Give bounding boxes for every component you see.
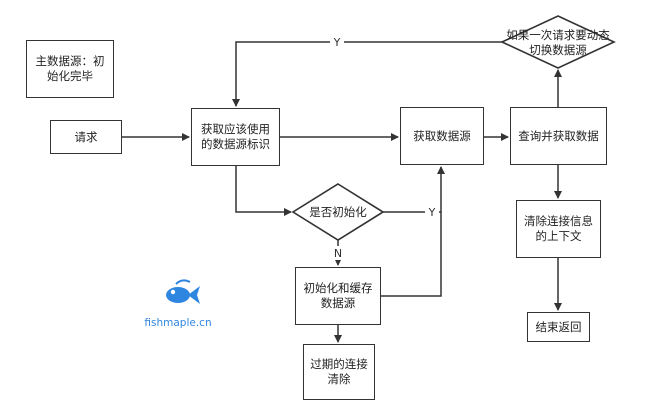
query-box: 查询并获取数据 bbox=[510, 107, 607, 165]
switch-decision-line2: 切换数据源 bbox=[529, 43, 587, 57]
request-text: 请求 bbox=[74, 129, 98, 144]
init-cache-text: 初始化和缓存数据源 bbox=[303, 281, 373, 310]
request-box: 请求 bbox=[50, 120, 122, 154]
get-ds-box: 获取数据源 bbox=[400, 107, 484, 165]
get-id-box: 获取应该使用的数据源标识 bbox=[191, 108, 280, 166]
edge-switch-yes-to-getid bbox=[232, 41, 502, 107]
clear-ctx-box: 清除连接信息的上下文 bbox=[516, 200, 601, 258]
switch-decision-line1: 如果一次请求要动态 bbox=[506, 28, 610, 42]
init-cache-box: 初始化和缓存数据源 bbox=[295, 267, 381, 325]
edge-label-init-yes: Y bbox=[428, 206, 436, 219]
note-box: 主数据源：初始化完毕 bbox=[26, 40, 114, 98]
edge-getid-to-init bbox=[235, 166, 292, 216]
end-box: 结束返回 bbox=[527, 312, 590, 342]
end-text: 结束返回 bbox=[535, 319, 582, 334]
get-ds-text: 获取数据源 bbox=[413, 128, 471, 143]
note-text: 主数据源：初始化完毕 bbox=[35, 54, 105, 83]
edge-initcache-to-getds bbox=[381, 212, 442, 297]
init-decision-text: 是否初始化 bbox=[309, 205, 367, 219]
get-id-text: 获取应该使用的数据源标识 bbox=[201, 122, 270, 151]
clear-expired-text: 过期的连接清除 bbox=[310, 357, 368, 386]
clear-ctx-text: 清除连接信息的上下文 bbox=[524, 214, 593, 243]
edge-label-switch-yes: Y bbox=[333, 36, 341, 49]
watermark-text: fishmaple.cn bbox=[144, 317, 211, 329]
edge-label-init-no: N bbox=[334, 247, 342, 260]
query-text: 查询并获取数据 bbox=[518, 128, 599, 143]
switch-decision-diamond bbox=[500, 15, 616, 69]
fish-logo-icon bbox=[166, 279, 200, 304]
clear-expired-box: 过期的连接清除 bbox=[303, 344, 375, 400]
